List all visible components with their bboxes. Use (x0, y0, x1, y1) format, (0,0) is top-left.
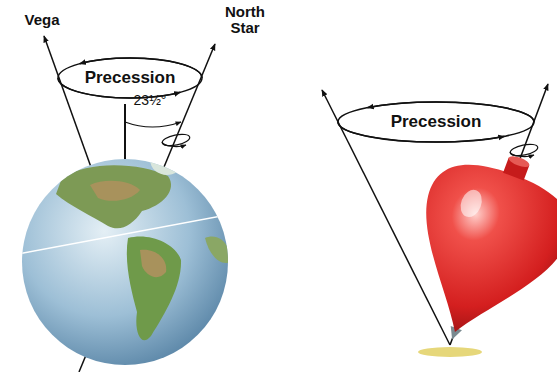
spinning-top (383, 132, 557, 365)
star-label: Vega (12, 12, 72, 29)
shadow (418, 347, 482, 357)
earth-figure (18, 36, 232, 372)
star-label: North Star (215, 4, 275, 37)
equator (18, 214, 232, 254)
vertical-line (124, 104, 126, 162)
top-figure (322, 84, 557, 365)
angle-label: 23½° (120, 93, 180, 108)
motion-label: Precession (70, 69, 190, 88)
motion-label: Precession (366, 113, 506, 132)
earth-globe (22, 159, 228, 365)
angle-arc (125, 122, 181, 127)
continents (18, 158, 232, 340)
